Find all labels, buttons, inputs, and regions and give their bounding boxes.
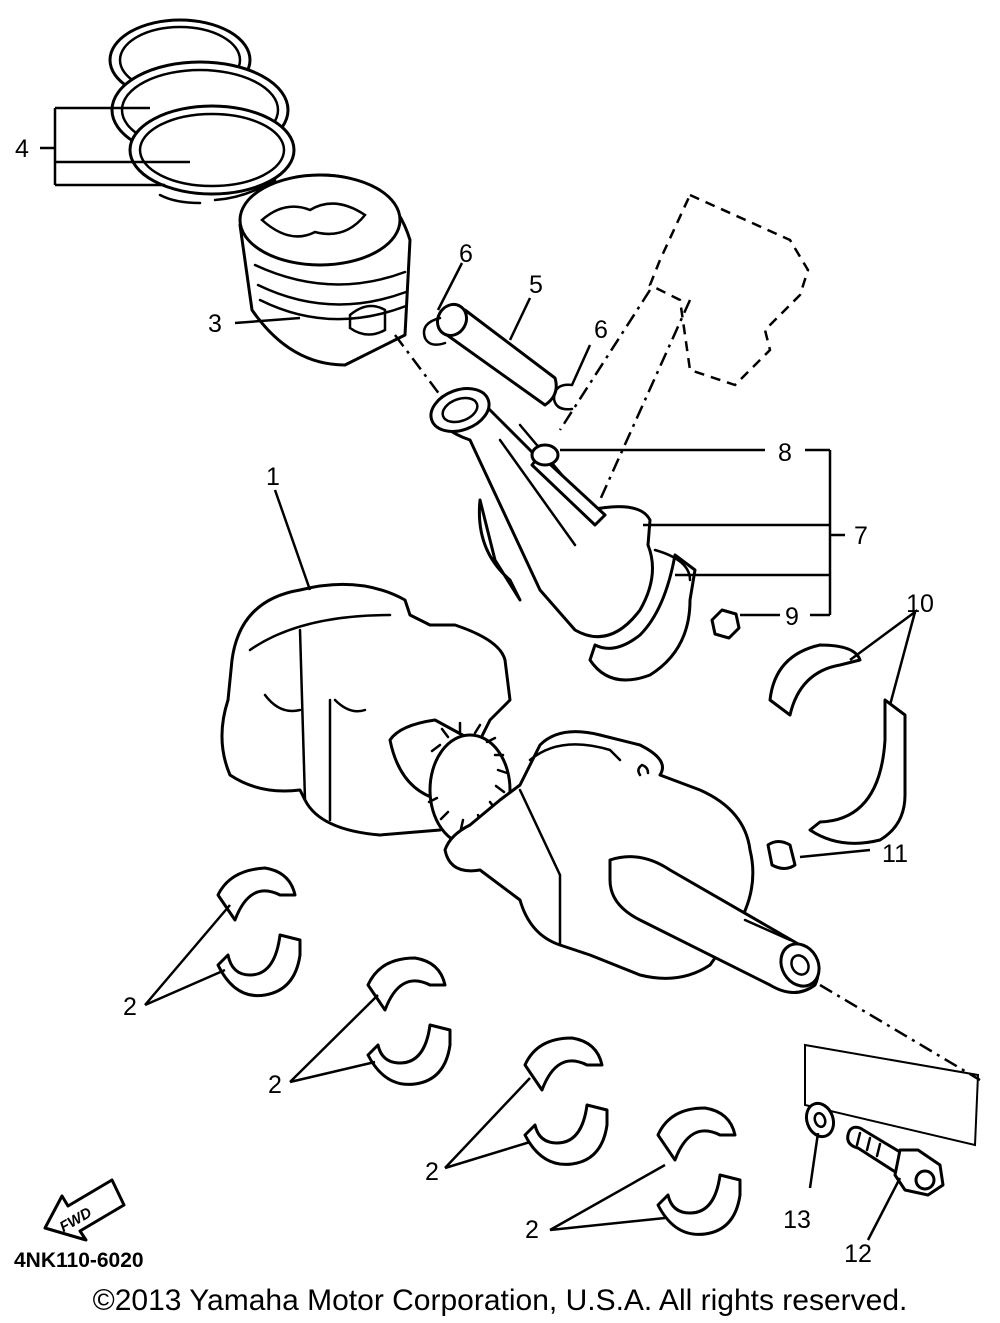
callout-12: 12 <box>844 1240 872 1268</box>
assembly-line-outline <box>558 289 652 431</box>
rod-nut <box>710 608 741 640</box>
copyright-notice: ©2013 Yamaha Motor Corporation, U.S.A. A… <box>92 1284 908 1317</box>
drawing-code: 4NK110-6020 <box>14 1249 144 1272</box>
pin-clip-right <box>552 383 574 411</box>
callout-numbers: 1 2 2 2 2 3 4 5 6 6 7 8 9 10 11 12 13 <box>15 135 934 1268</box>
assembly-line-outline-2 <box>598 299 692 501</box>
fwd-arrow-icon: FWD <box>43 1178 126 1242</box>
bolt <box>846 1125 945 1197</box>
callout-5: 5 <box>529 271 543 299</box>
piston-rings <box>108 18 296 205</box>
callout-2-set-3: 2 <box>425 1158 439 1186</box>
leader-lines <box>40 106 918 1241</box>
callout-1: 1 <box>266 463 280 491</box>
callout-6-right: 6 <box>594 316 608 344</box>
woodruff-key <box>766 840 797 870</box>
connecting-rod <box>429 387 697 682</box>
assembly-line-piston-rod <box>394 334 441 396</box>
callout-2-set-4: 2 <box>525 1216 539 1244</box>
alternate-part-outline <box>648 193 810 387</box>
pin-clip-left <box>422 316 447 346</box>
washer <box>804 1101 836 1139</box>
callout-9: 9 <box>785 603 799 631</box>
callout-6-left: 6 <box>459 240 473 268</box>
crankshaft <box>220 582 821 994</box>
main-bearing-set-2 <box>366 956 452 1086</box>
rod-bearings <box>768 643 907 845</box>
callout-13: 13 <box>783 1206 811 1234</box>
main-bearing-set-4 <box>656 1106 742 1236</box>
callout-4: 4 <box>15 135 29 163</box>
main-bearing-set-1 <box>216 866 302 998</box>
callout-8: 8 <box>778 439 792 467</box>
callout-10: 10 <box>906 590 934 618</box>
main-bearing-set-3 <box>523 1036 609 1166</box>
piston <box>238 173 412 367</box>
bolt-bracket <box>804 1043 980 1147</box>
callout-2-set-1: 2 <box>123 993 137 1021</box>
piston-pin <box>435 302 558 407</box>
callout-3: 3 <box>208 310 222 338</box>
assembly-line-bolt <box>819 983 981 1082</box>
callout-11: 11 <box>882 840 908 868</box>
callout-2-set-2: 2 <box>268 1071 282 1099</box>
callout-7: 7 <box>854 522 868 550</box>
